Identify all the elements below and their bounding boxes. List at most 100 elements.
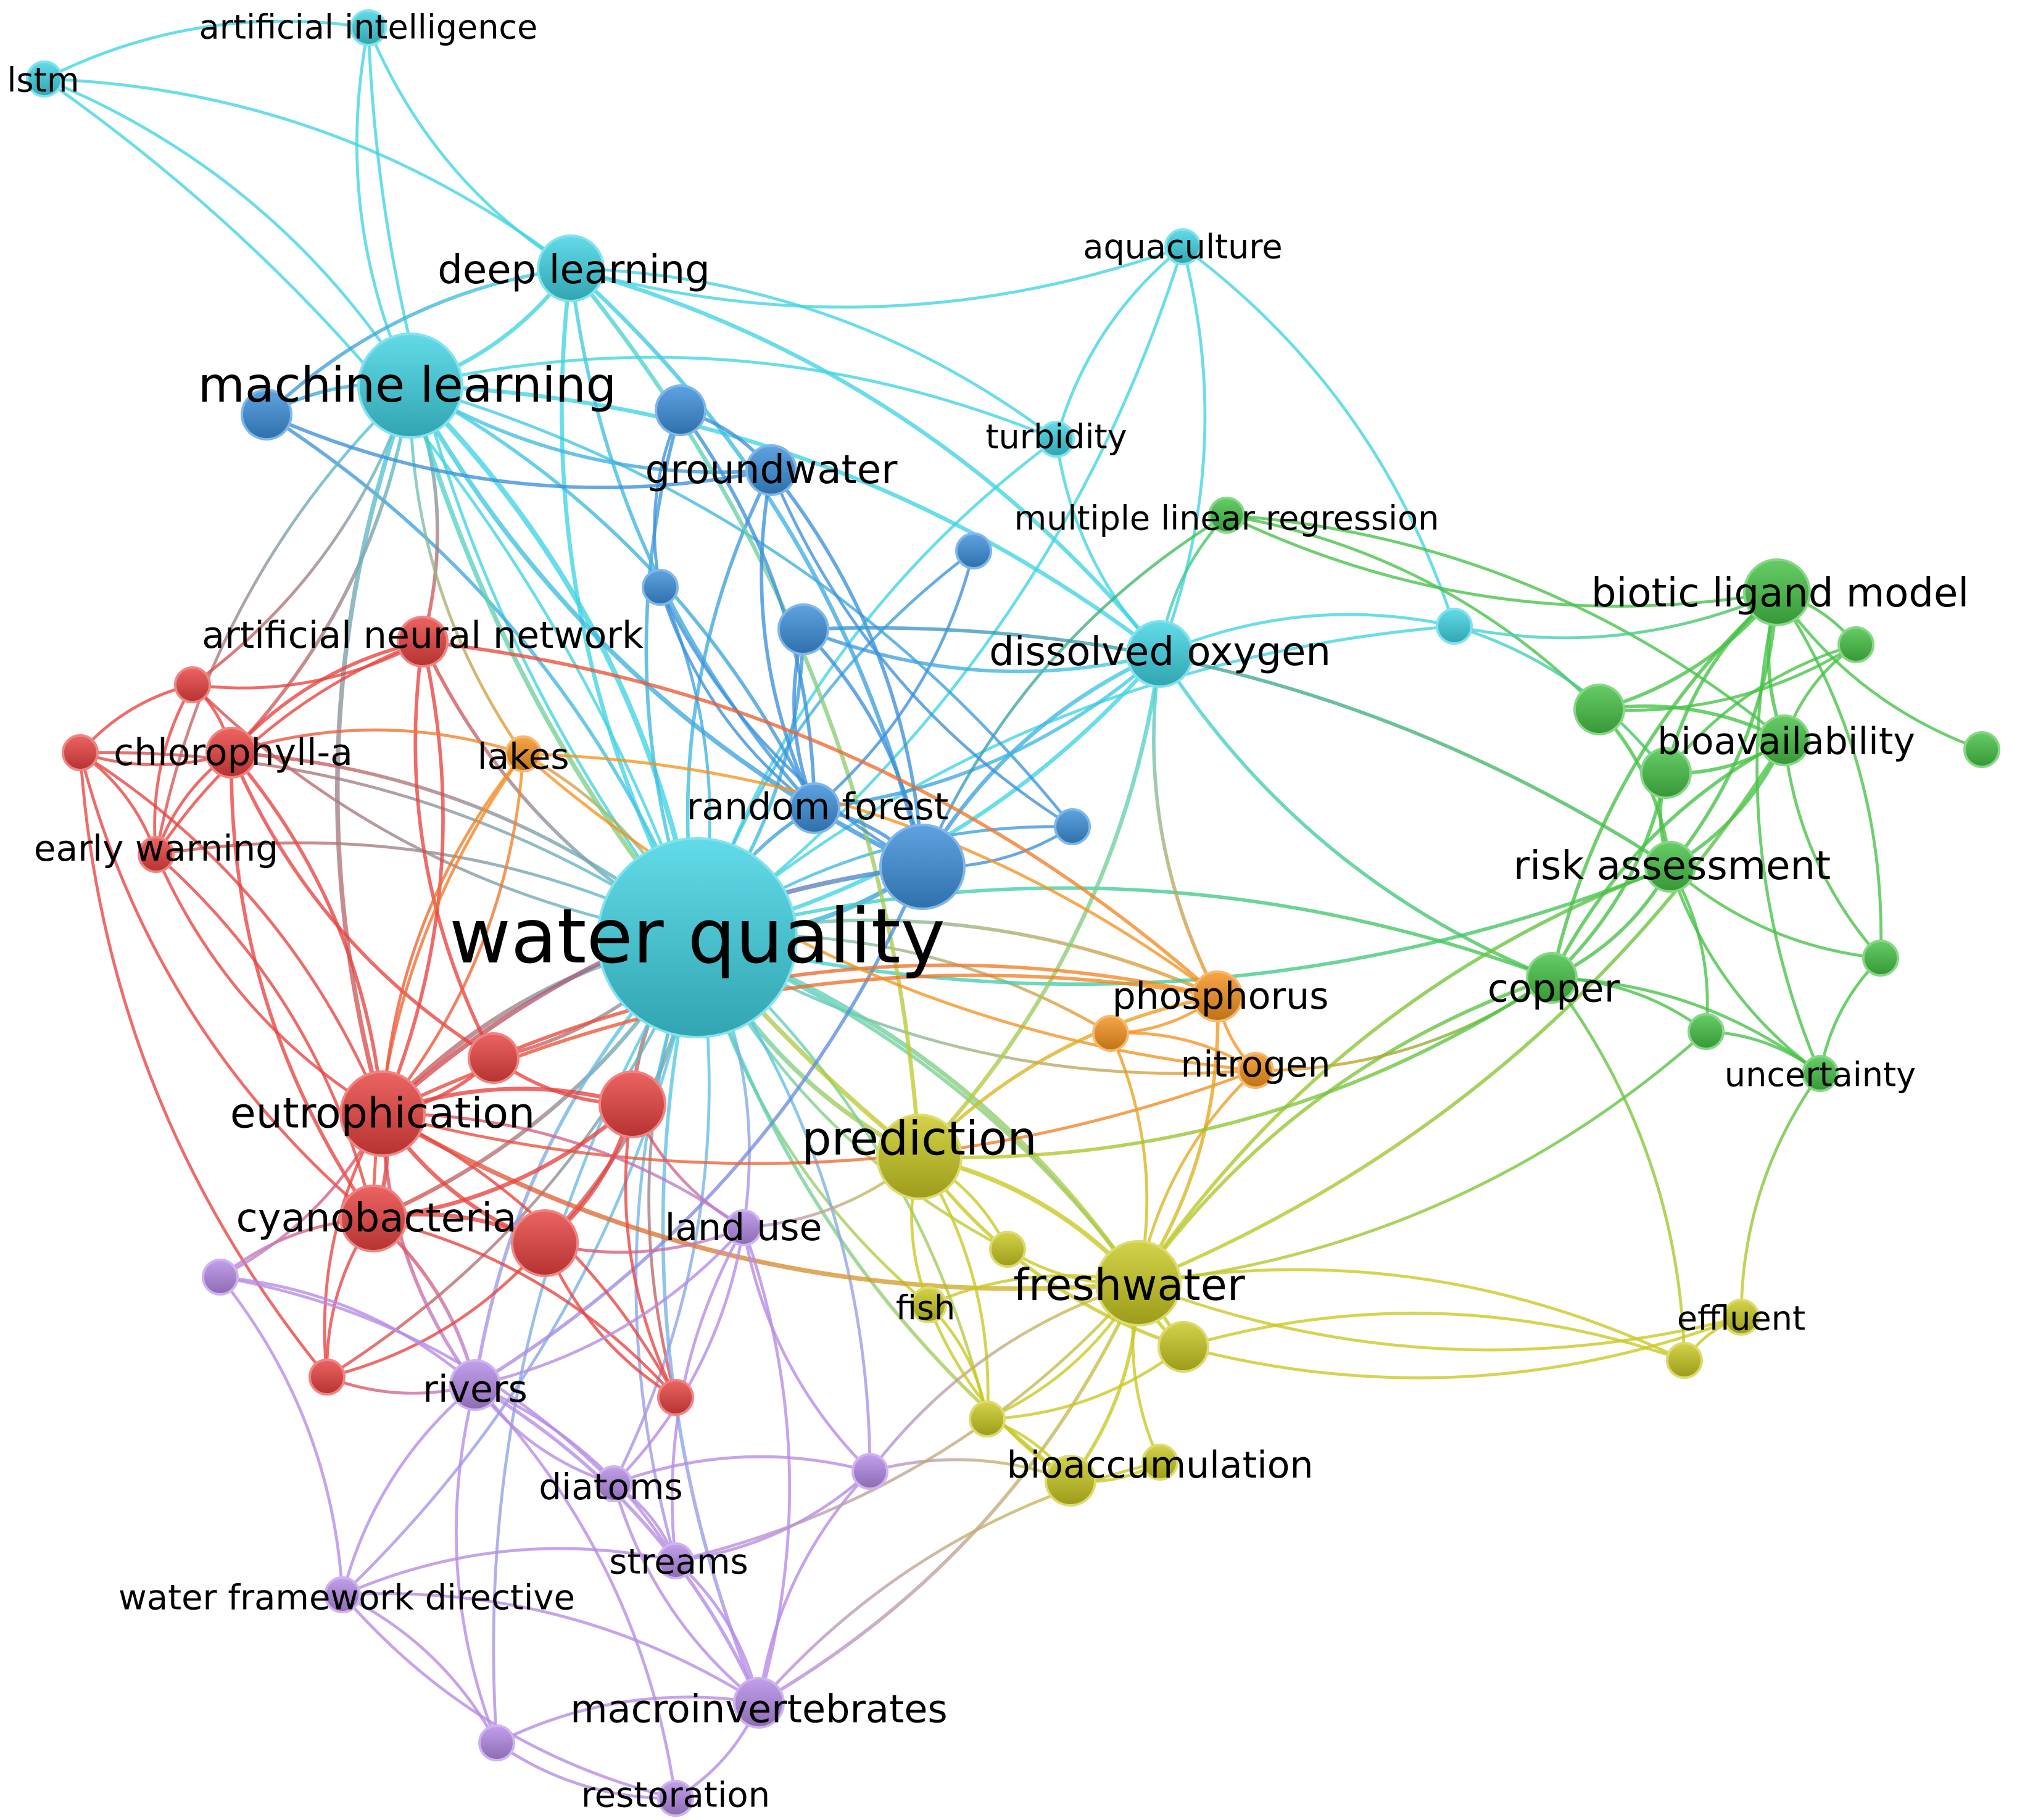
node-turbidity[interactable] [1038, 421, 1075, 458]
node-blue-3[interactable] [642, 569, 679, 606]
edge-dissolved_oxygen-cyan_small_1 [1158, 613, 1456, 656]
node-eutrophication[interactable] [339, 1070, 426, 1157]
node-cyan-small-1[interactable] [1436, 608, 1473, 645]
node-blue-4[interactable] [955, 532, 992, 569]
edge-rivers-macroinvertebrates [473, 1383, 761, 1705]
edge-water_quality-risk_assessment [695, 865, 1672, 987]
node-red-4[interactable] [657, 1379, 694, 1416]
node-blue-1[interactable] [241, 389, 292, 441]
node-purple-1[interactable] [851, 1453, 888, 1490]
edge-machine_learning-eutrophication [335, 383, 413, 1116]
node-rivers[interactable] [449, 1359, 501, 1411]
node-water-quality[interactable] [597, 837, 798, 1038]
node-blue-5[interactable] [777, 603, 829, 655]
edge-machine_learning-prediction [408, 383, 922, 1159]
node-uncertainty[interactable] [1802, 1055, 1839, 1092]
node-machine-learning[interactable] [357, 333, 463, 439]
edge-streams-water_framework_directive [341, 1547, 677, 1597]
node-water-framework-directive[interactable] [324, 1576, 361, 1613]
node-phosphorus[interactable] [1191, 970, 1243, 1022]
node-green-5[interactable] [1862, 940, 1899, 977]
node-blue-2[interactable] [655, 384, 706, 436]
edge-purple_3-diatoms [218, 1275, 616, 1486]
label-risk-assessment: risk assessment [1514, 843, 1831, 889]
node-cyanobacteria[interactable] [339, 1185, 407, 1252]
edge-random_forest-blue_4 [813, 549, 975, 810]
edge-deep_learning-aquaculture [569, 245, 1185, 309]
node-red-5[interactable] [174, 666, 211, 703]
node-dissolved-oxygen[interactable] [1126, 620, 1194, 688]
node-purple-2[interactable] [478, 1724, 515, 1761]
node-red-7[interactable] [309, 1359, 346, 1396]
node-artificial-intelligence[interactable] [350, 9, 387, 46]
edge-deep_learning-blue_1 [265, 267, 573, 416]
node-blue-6[interactable] [1054, 808, 1091, 845]
edge-land_use-purple_1 [742, 1226, 872, 1473]
node-restoration[interactable] [657, 1780, 694, 1817]
edge-rivers-restoration [473, 1383, 677, 1800]
node-freshwater[interactable] [1095, 1240, 1182, 1326]
edge-blue_6-groundwater [769, 468, 1074, 829]
node-nitrogen[interactable] [1237, 1052, 1274, 1089]
edge-rivers-purple_2 [455, 1383, 499, 1745]
node-copper[interactable] [1526, 952, 1578, 1004]
edge-water_quality-lstm [43, 77, 699, 940]
node-green-1[interactable] [1837, 626, 1874, 663]
edge-blue_5-dissolved_oxygen [801, 627, 1162, 674]
node-streams[interactable] [657, 1542, 694, 1579]
edge-yellow_2-yellow_5 [1182, 1312, 1686, 1362]
edge-water_quality-purple_2 [492, 936, 699, 1745]
node-yellow-2[interactable] [1158, 1321, 1209, 1373]
node-biotic-ligand-model[interactable] [1743, 558, 1811, 626]
node-bioaccumulation[interactable] [969, 1400, 1006, 1437]
node-blue-big-1[interactable] [879, 824, 966, 910]
node-aquaculture[interactable] [1164, 228, 1201, 265]
edge-deep_learning-dissolved_oxygen [568, 266, 1162, 656]
node-early-warning[interactable] [138, 836, 175, 873]
node-yellow-3[interactable] [1045, 1455, 1096, 1507]
edge-aquaculture-dissolved_oxygen [1158, 245, 1207, 656]
node-orange-1[interactable] [1092, 1015, 1129, 1052]
edge-phosphorus-prediction [917, 995, 1219, 1159]
node-red-3[interactable] [511, 1209, 579, 1277]
node-artificial-neural-network[interactable] [397, 616, 449, 668]
edge-lakes-phosphorus [521, 752, 1219, 998]
node-green-6[interactable] [1688, 1013, 1725, 1050]
edge-random_forest-blue_2 [679, 408, 816, 810]
edge-blue_big_1-rivers [473, 865, 924, 1387]
node-red-6[interactable] [62, 734, 99, 771]
node-multiple-linear-regression[interactable] [1208, 497, 1245, 534]
label-biotic-ligand-model: biotic ligand model [1591, 571, 1969, 616]
node-lakes[interactable] [505, 735, 542, 772]
node-fish[interactable] [910, 1286, 947, 1323]
node-deep-learning[interactable] [537, 234, 605, 302]
node-red-1[interactable] [468, 1032, 520, 1084]
node-green-2[interactable] [1963, 731, 2000, 768]
node-yellow-1[interactable] [989, 1231, 1026, 1268]
edge-freshwater-effluent [1137, 1281, 1743, 1352]
edge-turbidity-dissolved_oxygen [1054, 437, 1162, 656]
node-lstm[interactable] [26, 60, 63, 97]
node-yellow-5[interactable] [1666, 1342, 1703, 1379]
node-prediction[interactable] [876, 1114, 963, 1200]
node-chlorophyll-a[interactable] [205, 727, 257, 779]
node-effluent[interactable] [1723, 1299, 1760, 1336]
node-macroinvertebrates[interactable] [733, 1677, 785, 1729]
node-diatoms[interactable] [595, 1465, 632, 1502]
node-purple-3[interactable] [202, 1259, 239, 1296]
edge-blue_big_1-blue_3 [658, 585, 924, 869]
node-land-use[interactable] [725, 1209, 762, 1246]
node-green-4[interactable] [1640, 747, 1692, 799]
node-random-forest[interactable] [789, 782, 840, 834]
node-red-2[interactable] [598, 1070, 666, 1138]
edge-machine_learning-lstm [43, 77, 412, 387]
edge-machine_learning-chlorophyll_a [230, 384, 412, 755]
node-risk-assessment[interactable] [1644, 841, 1696, 893]
label-macroinvertebrates: macroinvertebrates [570, 1687, 947, 1732]
node-groundwater[interactable] [745, 444, 797, 496]
node-yellow-4[interactable] [1141, 1444, 1178, 1481]
edge-red_2-red_4 [624, 1102, 677, 1399]
node-bioavailability[interactable] [1758, 714, 1810, 766]
edge-machine_learning-groundwater [408, 384, 773, 474]
node-green-3[interactable] [1573, 684, 1625, 735]
